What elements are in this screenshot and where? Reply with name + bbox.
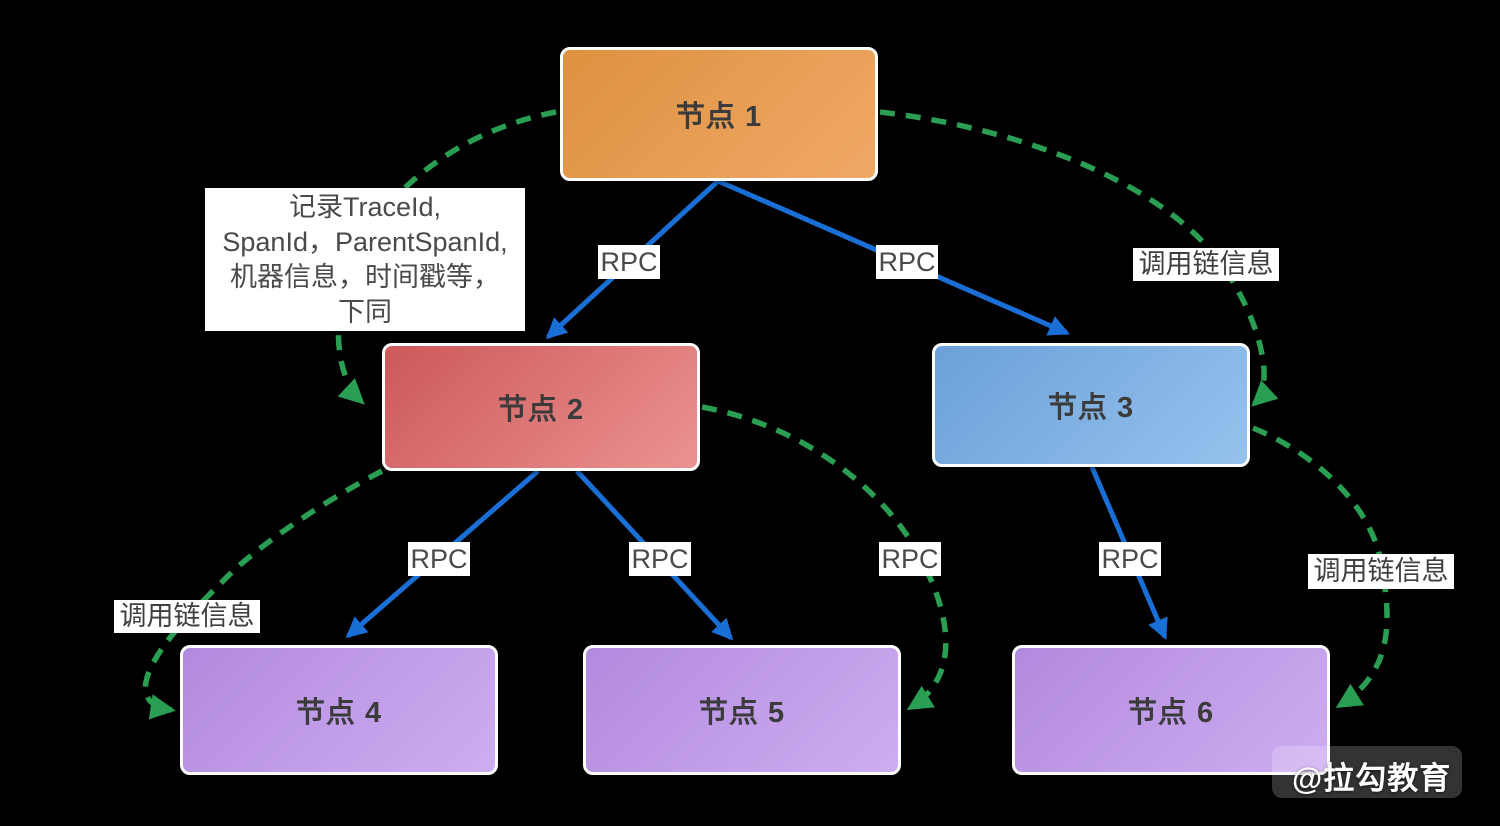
trace-note-line: 机器信息，时间戳等， xyxy=(230,261,500,292)
rpc-label-node2-node4: RPC xyxy=(408,542,470,576)
node-4-box: 节点 4 xyxy=(180,645,498,775)
rpc-label-node1-node2: RPC xyxy=(598,245,660,279)
node-1-label: 节点 1 xyxy=(675,101,763,133)
node-3-label: 节点 3 xyxy=(1047,392,1135,424)
node-6-box: 节点 6 xyxy=(1012,645,1330,775)
node-3-box: 节点 3 xyxy=(932,343,1250,467)
node-6-label: 节点 6 xyxy=(1127,697,1215,729)
node-2-box: 节点 2 xyxy=(382,343,700,471)
trace-note-line: 下同 xyxy=(338,296,392,327)
node-4-label: 节点 4 xyxy=(295,697,383,729)
trace-note-line: SpanId，ParentSpanId, xyxy=(222,226,508,257)
trace-info-label-bottom-right: 调用链信息 xyxy=(1308,554,1454,589)
trace-note-box: 记录TraceId, SpanId，ParentSpanId, 机器信息，时间戳… xyxy=(205,188,525,331)
trace-edge-node2-node4 xyxy=(142,468,384,720)
rpc-label-node3-node6: RPC xyxy=(1099,542,1161,576)
trace-info-label-bottom-left: 调用链信息 xyxy=(114,600,260,633)
rpc-label-trace-arc: RPC xyxy=(879,542,941,576)
node-5-label: 节点 5 xyxy=(698,697,786,729)
node-1-box: 节点 1 xyxy=(560,47,878,181)
watermark-text: @拉勾教育 xyxy=(1292,761,1452,796)
watermark-background xyxy=(1272,746,1462,798)
trace-edge-node1-node2 xyxy=(335,109,557,405)
trace-info-label-top-right: 调用链信息 xyxy=(1133,248,1279,281)
node-2-label: 节点 2 xyxy=(497,394,585,426)
rpc-label-node1-node3: RPC xyxy=(876,245,938,279)
trace-edge-node1-node3 xyxy=(879,109,1279,407)
node-5-box: 节点 5 xyxy=(583,645,901,775)
trace-note-line: 记录TraceId, xyxy=(288,191,442,222)
rpc-label-node2-node5: RPC xyxy=(629,542,691,576)
